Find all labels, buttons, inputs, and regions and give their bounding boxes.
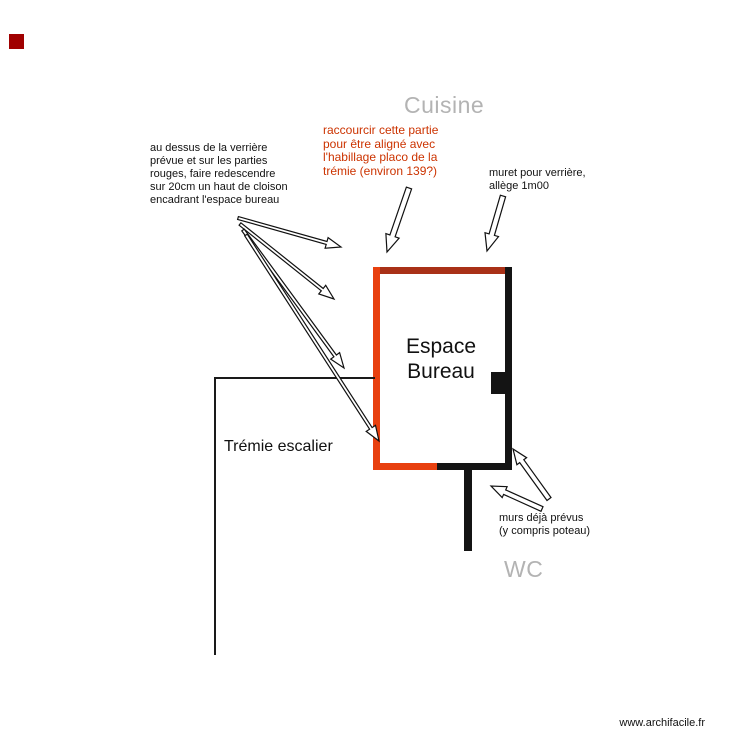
tremie-line-vertical: [214, 377, 216, 655]
wall-bottom-red-segment: [373, 463, 437, 470]
tremie-line-horizontal: [214, 377, 375, 379]
room-label-cuisine: Cuisine: [404, 92, 485, 118]
annotation-muret-note: muret pour verrière, allège 1m00: [489, 167, 586, 192]
wall-top-red: [373, 267, 507, 274]
arrow-murs-note-2: [489, 485, 544, 513]
wall-bottom-black-segment: [437, 463, 512, 470]
footer-website: www.archifacile.fr: [619, 717, 705, 729]
arrow-red-note: [385, 186, 413, 254]
arrow-left-note-3: [240, 228, 346, 370]
annotation-left-note: au dessus de la verrière prévue et sur l…: [150, 142, 288, 206]
arrow-left-note-1: [236, 215, 343, 249]
room-label-tremie-escalier: Trémie escalier: [224, 438, 333, 455]
room-label-wc: WC: [504, 556, 544, 582]
room-label-espace-bureau: Espace Bureau: [405, 335, 477, 383]
arrow-muret-note: [484, 194, 507, 253]
wall-wc-vertical: [464, 468, 472, 551]
legend-red-square: [9, 34, 24, 49]
annotation-red-note: raccourcir cette partie pour être aligné…: [323, 123, 439, 178]
annotation-murs-note: murs déjà prévus (y compris poteau): [499, 512, 591, 537]
arrow-murs-note-1: [512, 447, 552, 502]
arrow-left-note-2: [238, 221, 336, 301]
wall-right-black: [505, 267, 512, 470]
arrow-left-note-4: [243, 233, 380, 443]
wall-left-red: [373, 267, 380, 470]
post-poteau: [491, 372, 505, 394]
